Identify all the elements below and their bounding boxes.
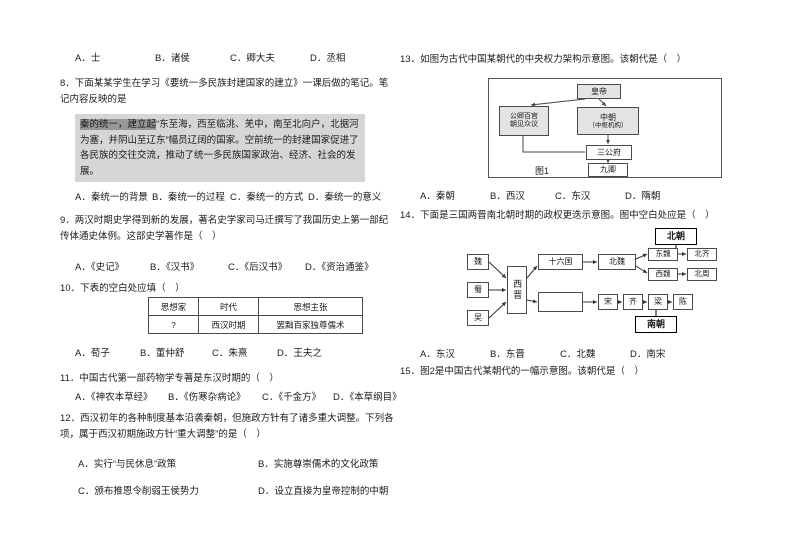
question11-options-row: A．《神农本草经》 B．《伤寒杂病论》 C．《千金方》 D．《本草纲目》 xyxy=(75,391,402,405)
question8-note-body: “东至海，西至临洮、羌中，南至北向户，北据河为塞，并阴山至辽东”幅员辽阔的国家。… xyxy=(80,119,359,177)
diagram2-shu-box: 蜀 xyxy=(467,282,489,298)
question14-stem: 14．下面是三国两晋南北朝时期的政权更迭示意图。图中空白处应是（ ） xyxy=(400,210,715,221)
question12-stem: 12．西汉初年的各种制度基本沿袭秦朝，但施政方针有了诸多重大调整。下列各项，属于… xyxy=(60,413,394,440)
question14-options-row: A．东汉 B．东晋 C．北魏 D．南宋 xyxy=(420,348,665,362)
diagram2-connectors xyxy=(488,245,686,319)
diagram2-liang-box: 梁 xyxy=(648,294,668,310)
diagram2-qi-box: 齐 xyxy=(623,294,643,310)
question13-diagram: 皇帝 公卿百官 朝见众议 中朝 （中枢机构） 三公府 九卿 图1 xyxy=(488,78,722,178)
question10-stem: 10．下表的空白处应填（ ） xyxy=(60,283,185,294)
q11-option-b: B．《伤寒杂病论》 xyxy=(168,392,246,403)
question15-stem: 15．图2是中国古代某朝代的一幅示意图。该朝代是（ ） xyxy=(400,366,644,377)
question12-options-row2: C．颁布推恩令削弱王侯势力 D．设立直接为皇帝控制的中朝 xyxy=(78,485,388,499)
diagram1-outer-court-box: 公卿百官 朝见众议 xyxy=(499,106,549,136)
q14-option-b: B．东晋 xyxy=(490,349,525,360)
q7-option-d: D．丞相 xyxy=(310,53,346,64)
diagram2-shiliuguo-box: 十六国 xyxy=(538,254,583,270)
q12-option-d: D．设立直接为皇帝控制的中朝 xyxy=(258,486,389,497)
diagram1-caption: 图1 xyxy=(535,166,550,176)
diagram2-dongwei-box: 东魏 xyxy=(648,248,678,261)
diagram1-inner-court-box: 中朝 （中枢机构） xyxy=(577,107,639,135)
q9-option-c: C．《后汉书》 xyxy=(228,262,288,273)
q14-option-d: D．南宋 xyxy=(630,349,666,360)
q12-option-a: A．实行“与民休息”政策 xyxy=(78,459,177,470)
diagram2-beiwei-box: 北魏 xyxy=(598,254,636,270)
q12-option-c: C．颁布推恩令削弱王侯势力 xyxy=(78,486,199,497)
q8-option-a: A．秦统一的背景 xyxy=(75,192,148,203)
diagram1-jiuqing-box: 九卿 xyxy=(588,163,628,177)
diagram1-outer-line2: 朝见众议 xyxy=(510,121,538,128)
diagram1-inner-line1: 中朝 xyxy=(600,112,616,122)
question9-options-row: A．《史记》 B．《汉书》 C．《后汉书》 D．《资治通鉴》 xyxy=(75,261,374,275)
question14-diagram: 北朝 魏 十六国 北魏 东魏 北齐 西魏 北周 西晋 蜀 吴 宋 齐 梁 陈 南… xyxy=(455,226,770,341)
table-header-row: 思想家 时代 思想主张 xyxy=(148,297,363,316)
diagram1-inner-line2: （中枢机构） xyxy=(588,121,628,129)
diagram1-sangongfu-box: 三公府 xyxy=(586,145,632,160)
q13-option-b: B．西汉 xyxy=(490,191,525,202)
question10-table: 思想家 时代 思想主张 ? 西汉时期 罢黜百家独尊儒术 xyxy=(148,297,363,334)
question8-note: 秦的统一，建立起“东至海，西至临洮、羌中，南至北向户，北据河为塞，并阴山至辽东”… xyxy=(75,114,365,182)
question10-options-row: A．荀子 B．董仲舒 C．朱熹 D．王夫之 xyxy=(75,347,322,361)
q10-option-a: A．荀子 xyxy=(75,348,110,359)
q11-option-c: C．《千金方》 xyxy=(262,392,322,403)
q11-option-d: D．《本草纲目》 xyxy=(333,392,402,403)
diagram2-beizhou-box: 北周 xyxy=(687,268,717,281)
q12-option-b: B．实施尊崇儒术的文化政策 xyxy=(258,459,379,470)
question8-options-row: A．秦统一的背景 B．秦统一的过程 C．秦统一的方式 D．秦统一的意义 xyxy=(75,191,381,205)
q9-option-a: A．《史记》 xyxy=(75,262,125,273)
table-cell-thinker: ? xyxy=(148,315,199,334)
question13-stem: 13．如图为古代中国某朝代的中央权力架构示意图。该朝代是（ ） xyxy=(400,54,687,65)
diagram2-wu-box: 吴 xyxy=(467,310,489,326)
question9-stem: 9．两汉时期史学得到新的发展，著名史学家司马迁撰写了我国历史上第一部纪传体通史体… xyxy=(60,215,389,242)
table-header-era: 时代 xyxy=(198,297,259,316)
question11-stem: 11．中国古代第一部药物学专著是东汉时期的（ ） xyxy=(60,373,279,384)
diagram2-beiqi-box: 北齐 xyxy=(687,248,717,261)
q8-option-c: C．秦统一的方式 xyxy=(230,192,304,203)
table-header-idea: 思想主张 xyxy=(258,297,363,316)
table-cell-era: 西汉时期 xyxy=(198,315,259,334)
q13-option-d: D．隋朝 xyxy=(625,191,661,202)
diagram2-blank-box xyxy=(538,292,583,312)
table-header-thinker: 思想家 xyxy=(148,297,199,316)
question12-options-row1: A．实行“与民休息”政策 B．实施尊崇儒术的文化政策 xyxy=(78,458,378,472)
q9-option-b: B．《汉书》 xyxy=(150,262,200,273)
diagram2-nanchao-box: 南朝 xyxy=(635,316,677,333)
question13-options-row: A．秦朝 B．西汉 C．东汉 D．隋朝 xyxy=(420,190,660,204)
q13-option-a: A．秦朝 xyxy=(420,191,455,202)
q10-option-c: C．朱熹 xyxy=(212,348,248,359)
diagram2-beichao-box: 北朝 xyxy=(655,228,697,245)
q13-option-c: C．东汉 xyxy=(555,191,591,202)
table-data-row: ? 西汉时期 罢黜百家独尊儒术 xyxy=(148,315,363,334)
q7-option-a: A．士 xyxy=(75,53,101,64)
q10-option-b: B．董仲舒 xyxy=(140,348,185,359)
diagram2-chen-box: 陈 xyxy=(673,294,693,310)
question7-options-row: A．士 B．诸侯 C．卿大夫 D．丞相 xyxy=(75,52,345,66)
q11-option-a: A．《神农本草经》 xyxy=(75,392,153,403)
q8-option-d: D．秦统一的意义 xyxy=(308,192,382,203)
question8-note-lead: 秦的统一，建立起 xyxy=(80,119,157,130)
q14-option-a: A．东汉 xyxy=(420,349,455,360)
table-cell-idea: 罢黜百家独尊儒术 xyxy=(258,315,363,334)
diagram2-song-box: 宋 xyxy=(598,294,618,310)
q10-option-d: D．王夫之 xyxy=(277,348,322,359)
q7-option-c: C．卿大夫 xyxy=(230,53,275,64)
diagram1-outer-line1: 公卿百官 xyxy=(510,112,538,120)
diagram2-wei-box: 魏 xyxy=(467,254,489,270)
q7-option-b: B．诸侯 xyxy=(155,53,190,64)
question8-stem: 8．下面某某学生在学习《要统一多民族封建国家的建立》一课后做的笔记。笔记内容反映… xyxy=(60,78,389,105)
q8-option-b: B．秦统一的过程 xyxy=(152,192,225,203)
q9-option-d: D．《资治通鉴》 xyxy=(305,262,374,273)
diagram2-xiwei-box: 西魏 xyxy=(648,268,678,281)
diagram1-emperor-box: 皇帝 xyxy=(577,84,621,99)
diagram2-xijin-box: 西晋 xyxy=(507,266,527,314)
q14-option-c: C．北魏 xyxy=(560,349,596,360)
